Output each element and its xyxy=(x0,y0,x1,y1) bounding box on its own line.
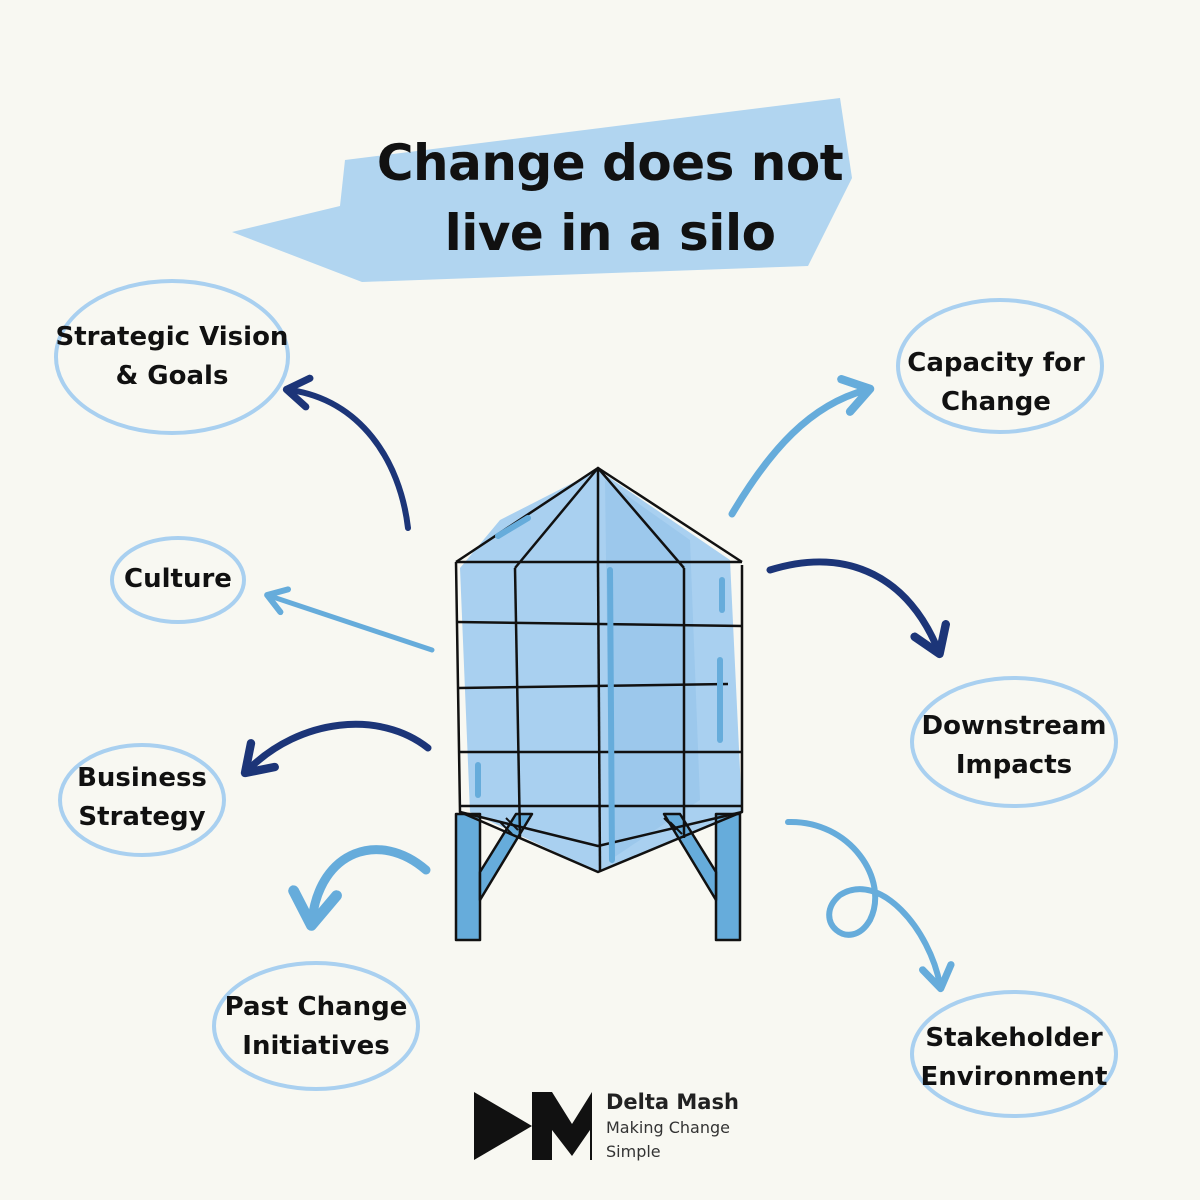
node-stakeholder: Stakeholder Environment xyxy=(898,1019,1130,1097)
logo-text: Delta Mash Making Change Simple xyxy=(606,1088,739,1164)
arrow-to-past-change xyxy=(288,845,431,931)
oval-strategic-vision xyxy=(54,279,290,435)
node-downstream-line1: Downstream xyxy=(921,711,1107,741)
arrow-to-strategic-vision xyxy=(282,374,411,531)
node-business-strategy: Business Strategy xyxy=(56,759,228,837)
arrow-to-downstream xyxy=(766,558,950,659)
silo-icon xyxy=(454,466,744,942)
arrow-to-business-strategy xyxy=(240,720,432,778)
node-past-change-line2: Initiatives xyxy=(242,1031,390,1061)
node-downstream: Downstream Impacts xyxy=(898,707,1130,785)
node-strategic-vision: Strategic Vision & Goals xyxy=(52,318,292,396)
node-past-change: Past Change Initiatives xyxy=(200,988,432,1066)
title-line-2: live in a silo xyxy=(444,204,776,262)
arrow-to-capacity xyxy=(728,375,875,518)
title-brush-highlight xyxy=(232,98,852,282)
node-strategic-vision-line1: Strategic Vision xyxy=(55,322,289,352)
logo-tagline-line1: Making Change xyxy=(606,1118,730,1137)
oval-culture xyxy=(110,536,246,624)
oval-capacity xyxy=(896,298,1104,434)
node-capacity-line1: Capacity for xyxy=(907,348,1085,378)
delta-mash-logo-icon xyxy=(474,1092,592,1160)
oval-stakeholder xyxy=(910,990,1118,1118)
node-business-strategy-line1: Business xyxy=(77,763,207,793)
title-line-1: Change does not xyxy=(376,134,844,192)
oval-past-change xyxy=(212,961,420,1091)
oval-business-strategy xyxy=(58,743,226,857)
node-stakeholder-line2: Environment xyxy=(920,1062,1108,1092)
node-stakeholder-line1: Stakeholder xyxy=(925,1023,1103,1053)
node-past-change-line1: Past Change xyxy=(224,992,408,1022)
page-title: Change does not live in a silo xyxy=(300,128,920,268)
arrow-to-stakeholder xyxy=(785,818,955,993)
node-capacity: Capacity for Change xyxy=(882,344,1110,422)
node-strategic-vision-line2: & Goals xyxy=(115,361,229,391)
arrow-to-culture xyxy=(264,586,435,653)
oval-downstream xyxy=(910,676,1118,808)
node-business-strategy-line2: Strategy xyxy=(78,802,206,832)
node-capacity-line2: Change xyxy=(941,387,1051,417)
node-downstream-line2: Impacts xyxy=(955,750,1073,780)
node-culture: Culture xyxy=(108,560,248,599)
logo-tagline-line2: Simple xyxy=(606,1142,661,1161)
logo-brand: Delta Mash xyxy=(606,1090,739,1114)
node-culture-line1: Culture xyxy=(124,564,232,594)
